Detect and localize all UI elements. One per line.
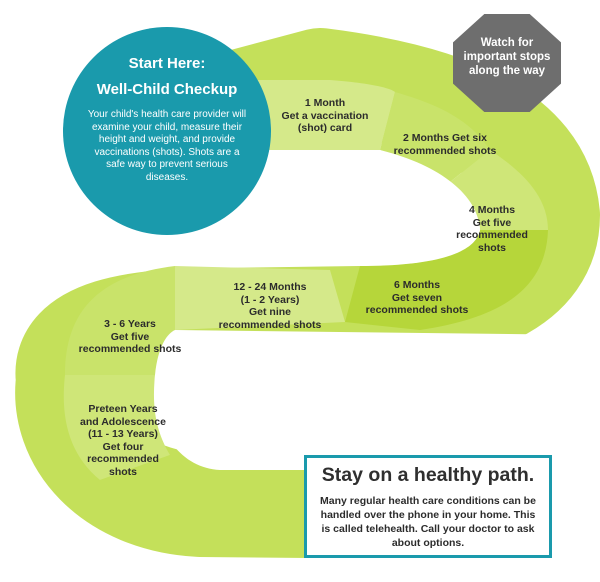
path-inner-cut-bottom (154, 330, 590, 470)
stop-label-6-months: 6 Months Get seven recommended shots (365, 279, 469, 316)
stop-label-2-months: 2 Months Get six recommended shots (393, 132, 497, 157)
stop-label-1-month: 1 Month Get a vaccination (shot) card (281, 97, 369, 134)
stop-label-4-months: 4 Months Get five recommended shots (456, 204, 528, 254)
segment-two-months (380, 92, 490, 190)
stop-label-12-24-months: 12 - 24 Months (1 - 2 Years) Get nine re… (218, 281, 322, 331)
telehealth-callout: Stay on a healthy path. Many regular hea… (304, 455, 552, 558)
stop-sign-text: Watch for important stops along the way (463, 37, 551, 77)
stop-label-preteen: Preteen Years and Adolescence (11 - 13 Y… (80, 403, 166, 478)
start-circle: Start Here: Well-Child Checkup Your chil… (63, 27, 271, 235)
stop-sign-icon: Watch for important stops along the way (453, 14, 561, 112)
segment-twelve-months (175, 266, 345, 330)
segment-preteen (63, 375, 170, 480)
callout-title: Stay on a healthy path. (321, 464, 535, 486)
segment-one-month (250, 80, 395, 150)
segment-four-months (440, 150, 548, 230)
segment-end (100, 455, 310, 530)
start-title: Start Here: Well-Child Checkup (96, 55, 238, 98)
callout-body: Many regular health care conditions can … (320, 495, 536, 549)
segment-six-months (345, 230, 548, 330)
start-description: Your child's health care provider will e… (87, 109, 247, 183)
stop-label-3-6-years: 3 - 6 Years Get five recommended shots (78, 318, 182, 355)
segment-three-years (65, 266, 175, 375)
